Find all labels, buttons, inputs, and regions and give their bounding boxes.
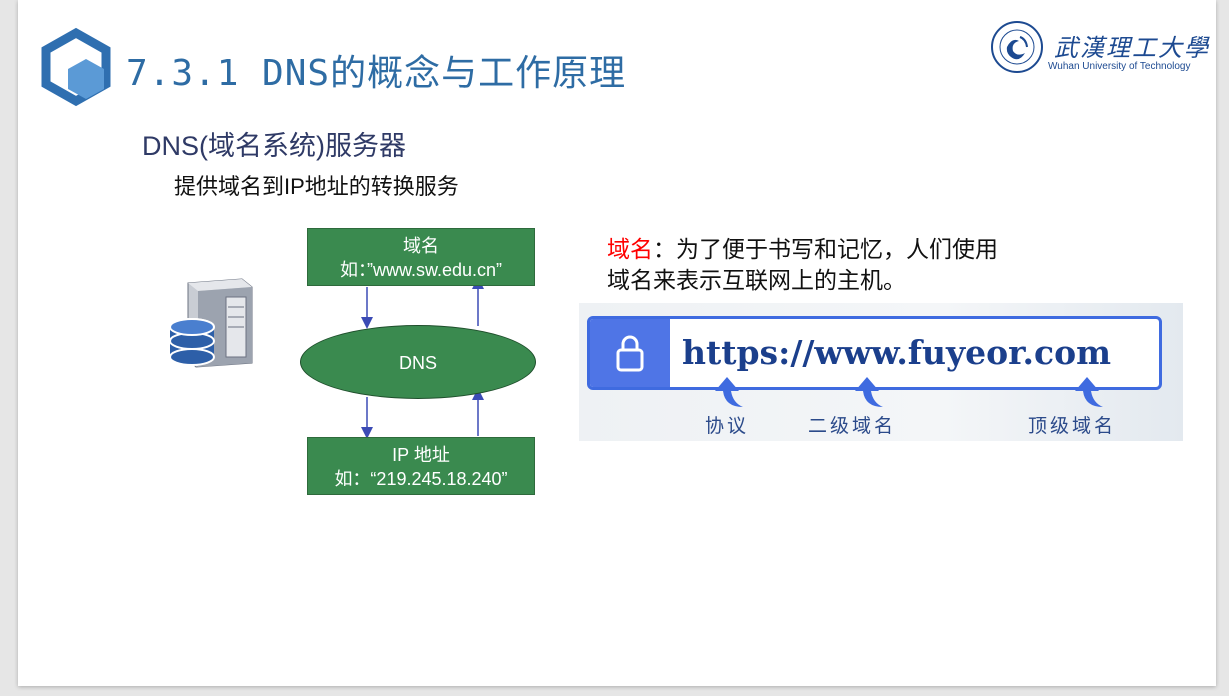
top-level-arrow-icon — [1075, 377, 1103, 407]
university-name-cn: 武漢理工大學 — [1054, 34, 1210, 62]
definition-line1: ：为了便于书写和记忆，人们使用 — [653, 236, 998, 262]
definition-line2: 域名来表示互联网上的主机。 — [607, 267, 906, 293]
definition-term: 域名 — [607, 236, 653, 262]
label-protocol: 协议 — [705, 416, 750, 437]
domain-definition: 域名：为了便于书写和记忆，人们使用 域名来表示互联网上的主机。 — [607, 234, 998, 296]
domain-box-example: 如：”www.sw.edu.cn” — [339, 260, 503, 280]
ip-box-example: 如：“219.245.18.240” — [334, 469, 508, 489]
server-database-icon — [166, 275, 254, 369]
lock-icon — [616, 335, 644, 372]
hexagon-logo-icon — [41, 27, 111, 107]
domain-name-box: 域名 如：”www.sw.edu.cn” — [307, 228, 535, 286]
section-heading: DNS(域名系统)服务器 — [142, 131, 406, 161]
section-subheading: 提供域名到IP地址的转换服务 — [174, 174, 459, 199]
university-seal-icon — [991, 21, 1043, 73]
university-name-en: Wuhan University of Technology — [1048, 61, 1191, 72]
label-second-level-domain: 二级域名 — [808, 416, 897, 437]
url-example-image: https://www.fuyeor.com 协议 二级域名 顶级域名 — [579, 303, 1183, 441]
protocol-arrow-icon — [715, 377, 743, 407]
slide-title: 7.3.1 DNS的概念与工作原理 — [126, 53, 627, 94]
url-text: https://www.fuyeor.com — [682, 333, 1112, 372]
dns-diagram: 域名 如：”www.sw.edu.cn” DNS IP 地址 如：“219.24… — [288, 220, 568, 510]
label-top-level-domain: 顶级域名 — [1028, 416, 1117, 437]
slide: 7.3.1 DNS的概念与工作原理 武漢理工大學 Wuhan Universit… — [18, 0, 1216, 686]
dns-ellipse: DNS — [300, 325, 536, 399]
url-address-bar: https://www.fuyeor.com — [587, 316, 1162, 390]
second-level-arrow-icon — [855, 377, 883, 407]
ip-address-box: IP 地址 如：“219.245.18.240” — [307, 437, 535, 495]
diagram-arrows — [361, 277, 484, 439]
domain-box-title: 域名 — [403, 236, 439, 256]
lock-box — [590, 319, 670, 387]
ip-box-title: IP 地址 — [392, 445, 450, 465]
